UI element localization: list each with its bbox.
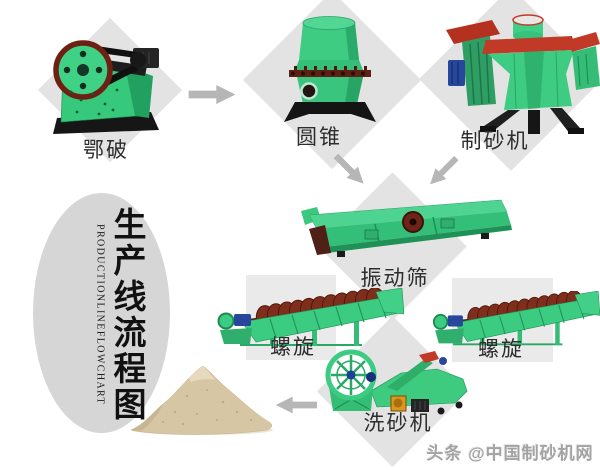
spiral-washer-right-image	[432, 291, 600, 346]
arrow-left-icon	[275, 396, 317, 414]
title-oval-text: 生产线流程图 PRODUCTIONLINEFLOWCHART	[58, 201, 147, 429]
sand-pile-image	[130, 365, 273, 435]
sand-washer-image	[325, 349, 468, 415]
spiral-washer-right-label: 螺旋	[478, 338, 524, 361]
vibrating-screen-label: 振动筛	[360, 267, 430, 290]
cone-crusher-label: 圆锥	[296, 126, 342, 149]
jaw-crusher-image	[53, 40, 159, 134]
jaw-crusher-label: 鄂破	[83, 139, 129, 162]
arrow-down-left-icon	[430, 155, 459, 185]
arrow-right-icon	[188, 84, 236, 105]
watermark-text: 头条 @中国制砂机网	[426, 444, 594, 463]
spiral-washer-left-label: 螺旋	[270, 336, 316, 359]
arrow-down-right-icon	[333, 153, 364, 184]
flowchart-title-chinese: 生产线流程图	[108, 207, 147, 423]
sand-maker-image	[446, 14, 600, 134]
spiral-washer-left-image	[217, 288, 404, 346]
sand-maker-label: 制砂机	[460, 130, 530, 153]
sand-washer-label: 洗砂机	[363, 412, 433, 435]
title-oval	[33, 193, 170, 433]
vibrating-screen-image	[301, 199, 512, 257]
cone-crusher-image	[284, 16, 376, 122]
flowchart-title-english: PRODUCTIONLINEFLOWCHART	[94, 224, 106, 406]
